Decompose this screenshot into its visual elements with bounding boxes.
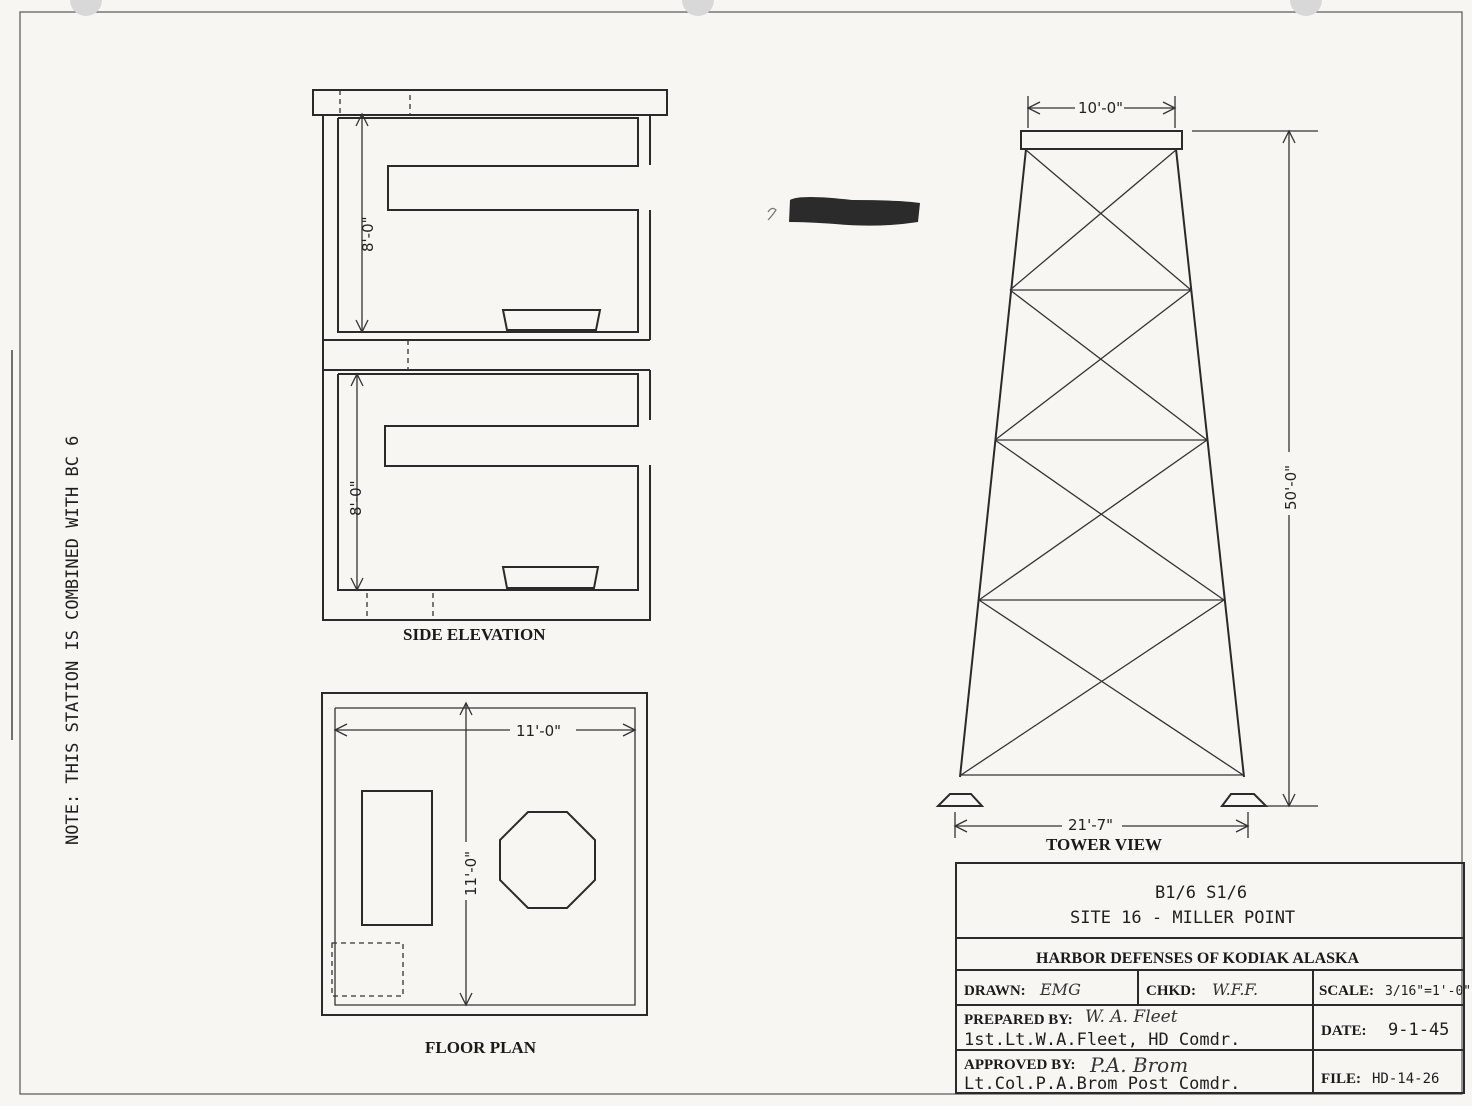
date-value: 9-1-45 — [1388, 1020, 1449, 1040]
lower-height-dim: 8'-0" — [347, 480, 365, 516]
site-name: SITE 16 - MILLER POINT — [1070, 908, 1295, 928]
scale-label: SCALE: — [1319, 983, 1374, 999]
drawn-label: DRAWN: — [964, 983, 1026, 999]
side-elevation — [312, 89, 668, 621]
prepared-name: 1st.Lt.W.A.Fleet, HD Comdr. — [964, 1030, 1240, 1050]
file-value: HD-14-26 — [1372, 1071, 1439, 1087]
drawn-value: EMG — [1039, 980, 1081, 999]
sheet-border — [19, 11, 1463, 1095]
file-label: FILE: — [1321, 1071, 1361, 1087]
floor-plan-title: FLOOR PLAN — [425, 1038, 537, 1057]
plan-depth-dim: 11'-0" — [462, 851, 480, 896]
vertical-note: NOTE: THIS STATION IS COMBINED WITH BC 6 — [63, 436, 83, 845]
approved-label: APPROVED BY: — [964, 1057, 1076, 1073]
prepared-signature: W. A. Fleet — [1085, 1007, 1178, 1027]
prepared-label: PREPARED BY: — [964, 1012, 1073, 1028]
ink-smudge — [789, 197, 920, 226]
tower-base-width-dim: 21'-7" — [1068, 816, 1113, 834]
approved-signature: P.A. Brom — [1089, 1053, 1188, 1077]
date-label: DATE: — [1321, 1023, 1367, 1039]
tower-top-width-dim: 10'-0" — [1078, 99, 1123, 117]
checked-value: W.F.F. — [1212, 980, 1258, 999]
tower-view-title: TOWER VIEW — [1046, 835, 1162, 854]
station-id: B1/6 S1/6 — [1155, 883, 1247, 903]
organization: HARBOR DEFENSES OF KODIAK ALASKA — [1036, 950, 1359, 967]
tower-height-dim: 50'-0" — [1282, 465, 1300, 510]
scale-value: 3/16"=1'-0" — [1385, 984, 1471, 999]
title-block — [955, 862, 1465, 1094]
floor-plan — [321, 692, 648, 1016]
approved-name: Lt.Col.P.A.Brom Post Comdr. — [964, 1074, 1240, 1094]
punch-hole — [1290, 0, 1322, 16]
punch-hole — [70, 0, 102, 16]
checked-label: CHKD: — [1146, 983, 1196, 999]
tower-view — [935, 96, 1318, 838]
plan-width-dim: 11'-0" — [516, 722, 561, 740]
upper-height-dim: 8'-0" — [359, 216, 377, 252]
punch-hole — [682, 0, 714, 16]
side-elevation-title: SIDE ELEVATION — [403, 625, 546, 644]
